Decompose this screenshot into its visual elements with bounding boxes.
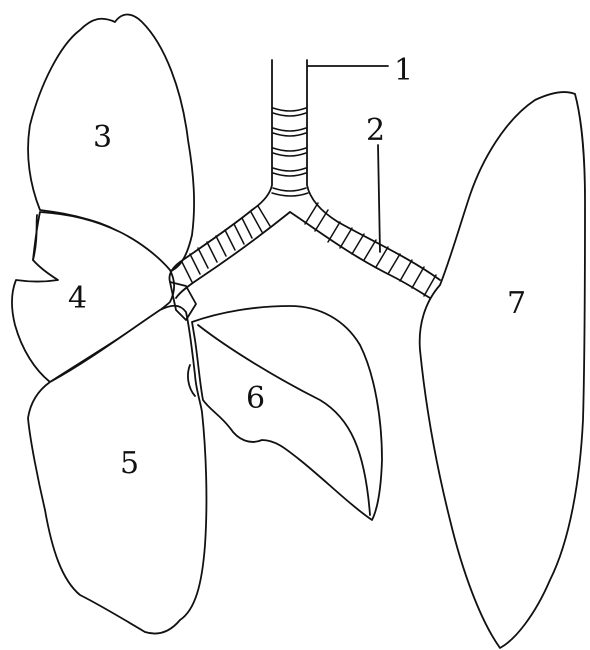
label-3: 3: [93, 120, 112, 155]
label-7: 7: [507, 286, 526, 321]
right-bronchus-rings: [305, 203, 436, 296]
label-5: 5: [120, 446, 139, 481]
label-2: 2: [366, 113, 385, 148]
trachea-right-wall: [307, 60, 338, 222]
left-bronchus-rings: [182, 206, 270, 282]
label-4: 4: [68, 281, 87, 316]
label-6: 6: [246, 381, 265, 416]
lobe-7: [420, 92, 585, 648]
leader-line-2: [378, 145, 380, 252]
label-1: 1: [394, 53, 413, 88]
trachea-rings: [272, 108, 308, 196]
lobe-6: [192, 306, 382, 520]
right-bronchus-inner: [290, 212, 430, 298]
trachea-left-wall: [252, 60, 272, 210]
